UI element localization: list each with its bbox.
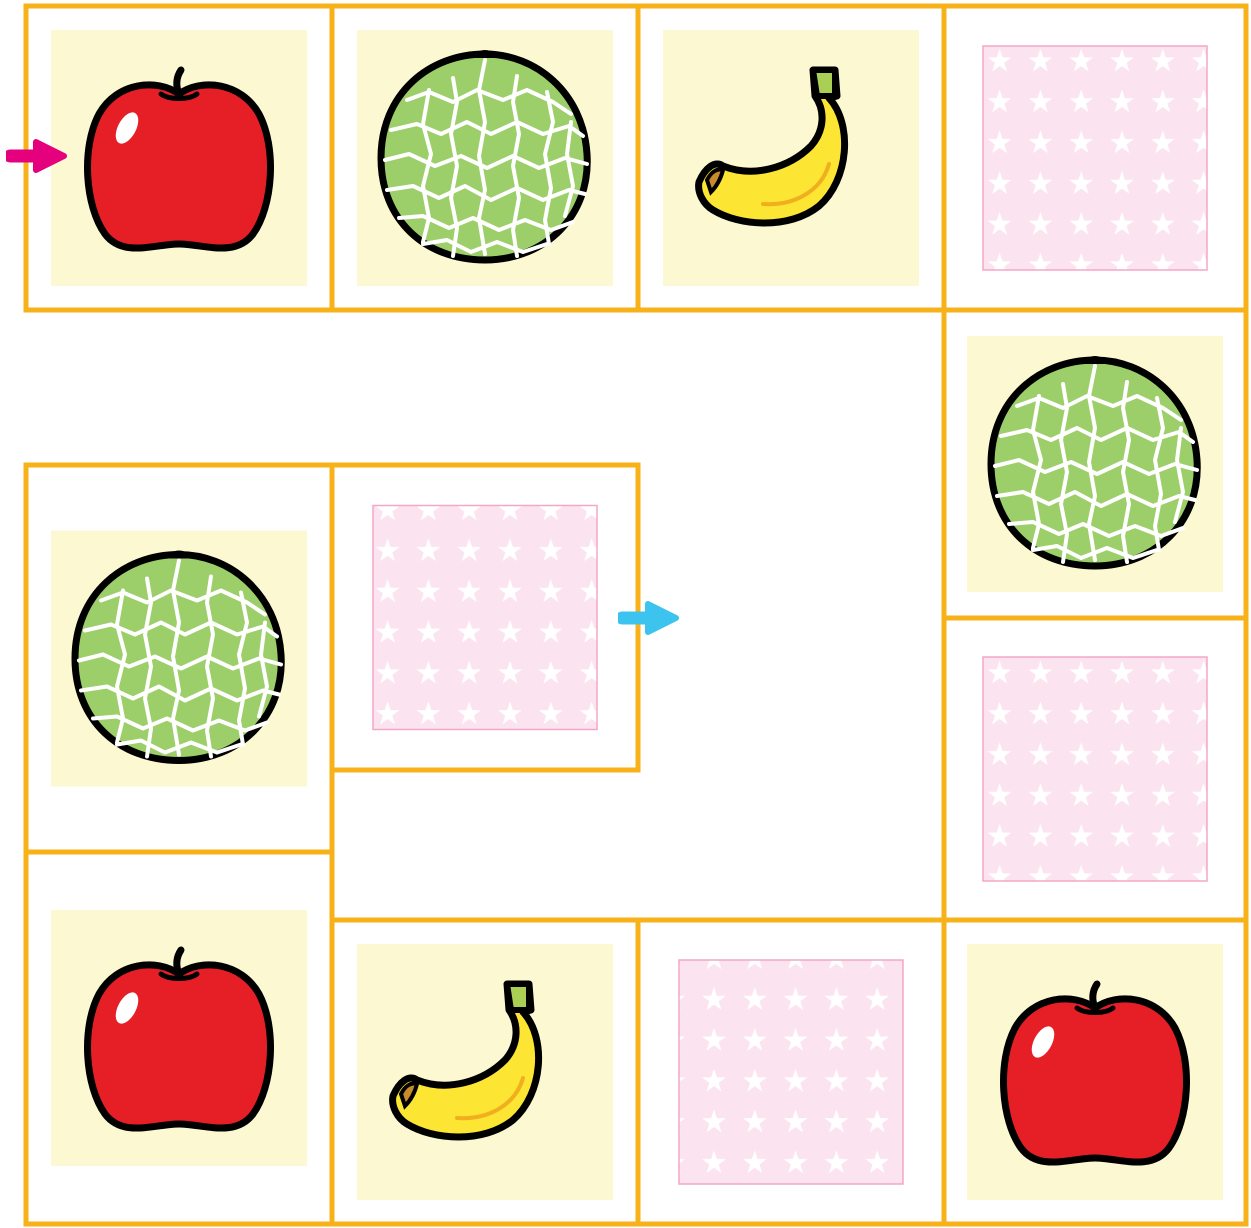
star-pattern-card[interactable] [373, 506, 597, 730]
board-cell-11[interactable] [26, 465, 332, 852]
apple-icon [1004, 984, 1187, 1162]
board-cell-12[interactable] [332, 465, 638, 770]
star-pattern-card[interactable] [983, 657, 1207, 881]
melon-icon [381, 52, 587, 260]
apple-icon [88, 70, 271, 248]
star-pattern-card[interactable] [983, 46, 1207, 270]
board-cell-1[interactable] [26, 6, 332, 310]
board-cell-3[interactable] [638, 6, 944, 310]
board-cell-6[interactable] [944, 618, 1246, 920]
star-pattern-card[interactable] [679, 960, 903, 1184]
board-cell-7[interactable] [26, 852, 332, 1224]
board-cell-10[interactable] [944, 920, 1246, 1224]
board-cell-5[interactable] [944, 310, 1246, 618]
melon-icon [991, 358, 1197, 566]
melon-icon [75, 553, 281, 761]
board-cell-4[interactable] [944, 6, 1246, 310]
board-cell-2[interactable] [332, 6, 638, 310]
board-cell-9[interactable] [332, 920, 638, 1224]
apple-icon [88, 950, 271, 1128]
board-cell-8[interactable] [638, 920, 944, 1224]
